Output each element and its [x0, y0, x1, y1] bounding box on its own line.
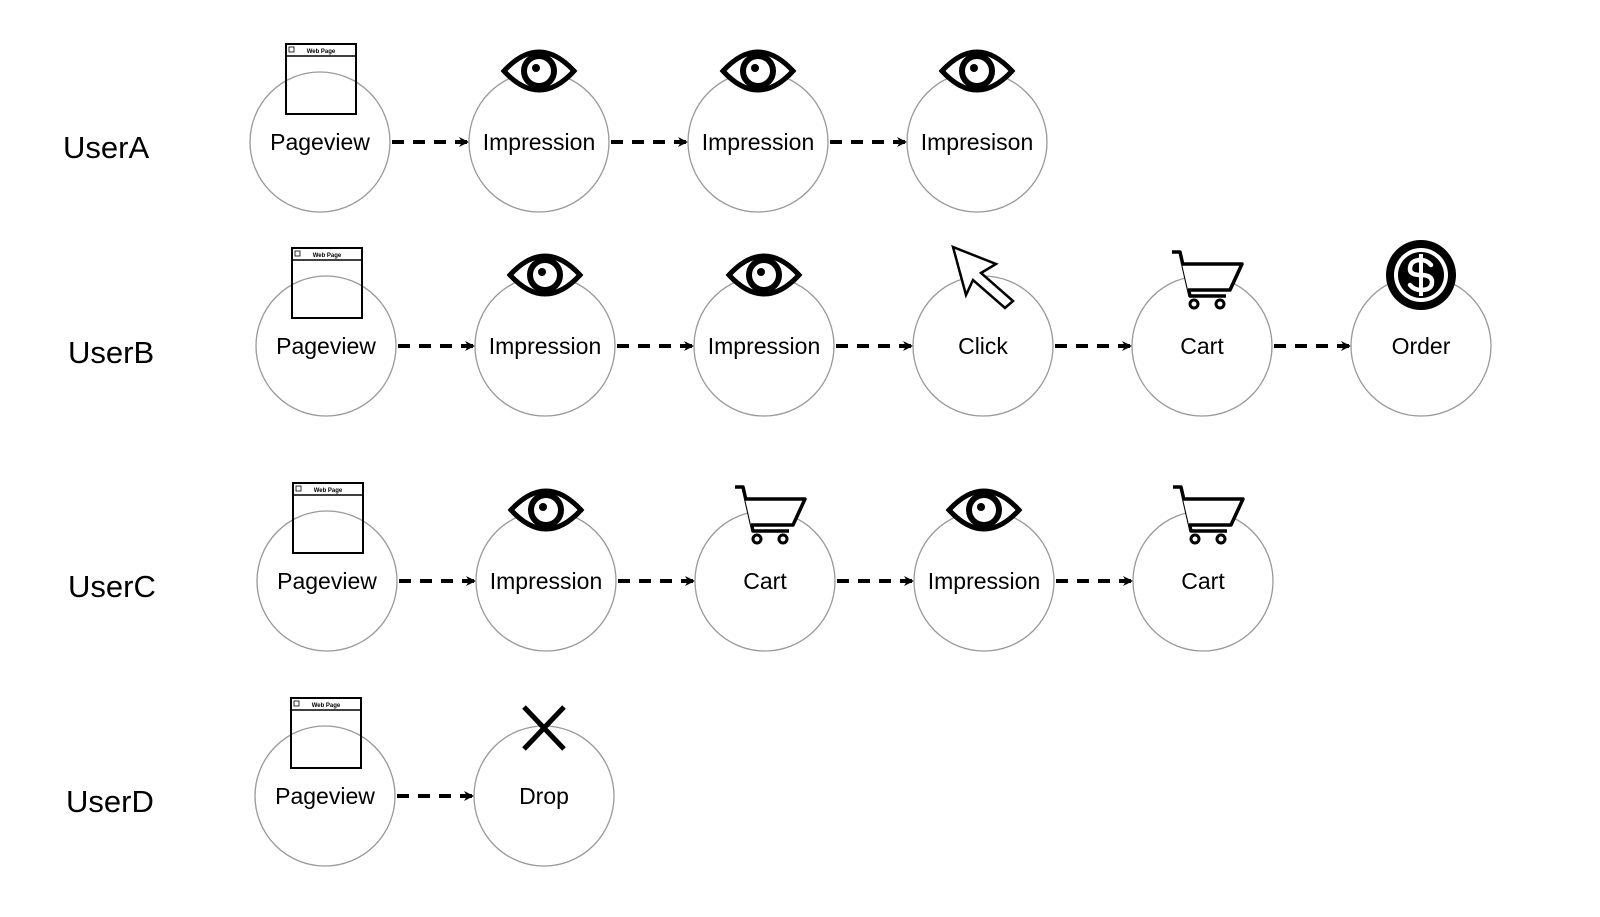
step-node-drop: Drop: [473, 705, 615, 867]
step-node-pageview: Pageview Web Page: [255, 247, 397, 417]
step-node-impression: Impression: [687, 49, 829, 213]
step-label: Order: [1392, 333, 1451, 359]
step-label: Pageview: [270, 129, 370, 155]
step-label: Impression: [490, 568, 602, 594]
step-circle: [249, 71, 391, 213]
eye-icon: [506, 253, 584, 297]
step-circle: [254, 725, 396, 867]
step-label: Impression: [928, 568, 1040, 594]
eye-icon: [507, 488, 585, 532]
step-label: Impression: [483, 129, 595, 155]
dollar-coin-icon: [1386, 240, 1456, 310]
step-node-impression: Impression: [693, 253, 835, 417]
step-node-impression: Impression: [475, 488, 617, 652]
step-label: Impresison: [921, 129, 1033, 155]
web-page-icon-title: Web Page: [312, 703, 341, 709]
step-node-pageview: Pageview Web Page: [249, 43, 391, 213]
step-node-cart: Cart: [1132, 485, 1274, 652]
web-page-icon: Web Page: [290, 697, 362, 769]
step-label: Drop: [519, 783, 569, 809]
web-page-icon-title: Web Page: [313, 253, 342, 259]
step-node-cart: Cart: [694, 485, 836, 652]
step-label: Impression: [708, 333, 820, 359]
step-label: Cart: [1181, 568, 1225, 594]
step-label: Impression: [489, 333, 601, 359]
step-node-cart: Cart: [1131, 250, 1273, 417]
step-label: Pageview: [275, 783, 375, 809]
step-circle: [256, 510, 398, 652]
web-page-icon-title: Web Page: [307, 49, 336, 55]
eye-icon: [719, 49, 797, 93]
shopping-cart-icon: [735, 485, 807, 545]
user-label: UserB: [68, 335, 154, 370]
step-node-click: Click: [912, 244, 1054, 417]
web-page-icon: Web Page: [292, 482, 364, 554]
user-label: UserC: [68, 569, 156, 604]
step-label: Click: [958, 333, 1008, 359]
step-label: Cart: [1180, 333, 1224, 359]
eye-icon: [938, 49, 1016, 93]
step-node-impression: Impression: [913, 488, 1055, 652]
cursor-arrow-icon: [951, 244, 1015, 310]
step-label: Pageview: [277, 568, 377, 594]
step-label: Impression: [702, 129, 814, 155]
step-node-order: Order: [1350, 240, 1492, 417]
x-cross-icon: [522, 705, 566, 751]
web-page-icon-title: Web Page: [314, 488, 343, 494]
step-label: Cart: [743, 568, 787, 594]
web-page-icon: Web Page: [291, 247, 363, 319]
shopping-cart-icon: [1172, 250, 1244, 310]
step-label: Pageview: [276, 333, 376, 359]
eye-icon: [945, 488, 1023, 532]
shopping-cart-icon: [1173, 485, 1245, 545]
web-page-icon: Web Page: [285, 43, 357, 115]
eye-icon: [500, 49, 578, 93]
user-label: UserD: [66, 784, 154, 819]
step-node-pageview: Pageview Web Page: [254, 697, 396, 867]
step-node-impresison: Impresison: [906, 49, 1048, 213]
step-circle: [255, 275, 397, 417]
step-node-impression: Impression: [468, 49, 610, 213]
eye-icon: [725, 253, 803, 297]
step-node-impression: Impression: [474, 253, 616, 417]
step-node-pageview: Pageview Web Page: [256, 482, 398, 652]
user-label: UserA: [63, 130, 149, 165]
